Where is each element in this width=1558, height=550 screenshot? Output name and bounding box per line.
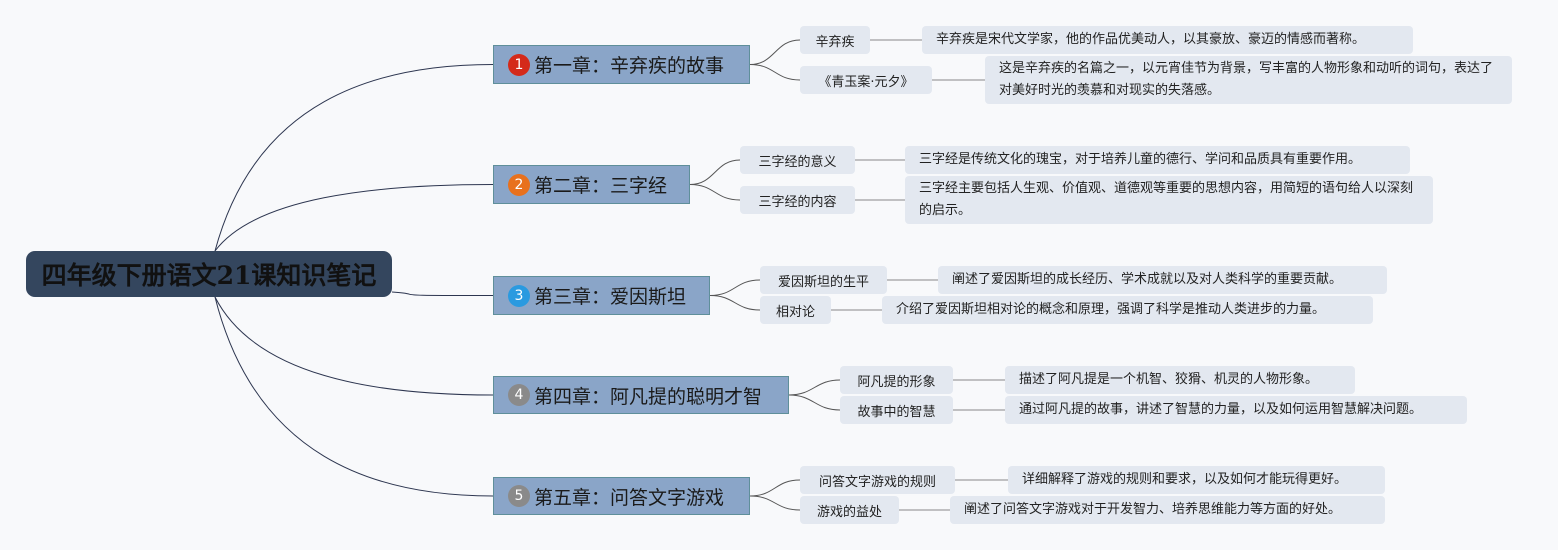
detail-node[interactable]: 阐述了爱因斯坦的成长经历、学术成就以及对人类科学的重要贡献。 <box>938 266 1387 294</box>
root-branch-line <box>214 64 494 252</box>
detail-node[interactable]: 三字经主要包括人生观、价值观、道德观等重要的思想内容，用简短的语句给人以深刻的启… <box>905 176 1433 224</box>
subtopic-node[interactable]: 相对论 <box>760 296 831 324</box>
detail-text: 三字经是传统文化的瑰宝，对于培养儿童的德行、学问和品质具有重要作用。 <box>919 152 1362 167</box>
detail-node[interactable]: 三字经是传统文化的瑰宝，对于培养儿童的德行、学问和品质具有重要作用。 <box>905 146 1410 174</box>
subtopic-node[interactable]: 三字经的意义 <box>740 146 855 174</box>
subtopic-node[interactable]: 问答文字游戏的规则 <box>800 466 955 494</box>
chapter-branch-line <box>709 295 761 311</box>
detail-text: 通过阿凡提的故事，讲述了智慧的力量，以及如何运用智慧解决问题。 <box>1019 402 1423 417</box>
number-badge-icon: 2 <box>508 173 530 196</box>
chapter-branch-line <box>749 64 801 81</box>
subtopic-node[interactable]: 《青玉案·元夕》 <box>800 66 932 94</box>
detail-node[interactable]: 辛弃疾是宋代文学家，他的作品优美动人，以其豪放、豪迈的情感而著称。 <box>922 26 1413 54</box>
chapter-branch-line <box>689 184 741 201</box>
detail-text: 详细解释了游戏的规则和要求，以及如何才能玩得更好。 <box>1022 472 1348 487</box>
root-node[interactable]: 四年级下册语文21课知识笔记 <box>26 251 392 297</box>
detail-node[interactable]: 通过阿凡提的故事，讲述了智慧的力量，以及如何运用智慧解决问题。 <box>1005 396 1467 424</box>
subtopic-node[interactable]: 游戏的益处 <box>800 496 899 524</box>
chapter-branch-line <box>689 159 741 185</box>
detail-text: 三字经主要包括人生观、价值观、道德观等重要的思想内容，用简短的语句给人以深刻的启… <box>919 181 1414 218</box>
detail-node[interactable]: 介绍了爱因斯坦相对论的概念和原理，强调了科学是推动人类进步的力量。 <box>882 296 1373 324</box>
chapter-title: 第一章：辛弃疾的故事 <box>534 55 725 77</box>
detail-text: 阐述了问答文字游戏对于开发智力、培养思维能力等方面的好处。 <box>964 502 1342 517</box>
number-badge-icon: 5 <box>508 485 530 507</box>
number-badge-icon: 1 <box>508 53 530 76</box>
detail-text: 辛弃疾是宋代文学家，他的作品优美动人，以其豪放、豪迈的情感而著称。 <box>936 32 1366 47</box>
subtopic-node[interactable]: 阿凡提的形象 <box>840 366 953 394</box>
subtopic-node[interactable]: 三字经的内容 <box>740 186 855 214</box>
chapter-title: 第五章：问答文字游戏 <box>534 486 725 509</box>
chapter-branch-line <box>749 495 801 511</box>
root-branch-line <box>214 296 494 396</box>
detail-text: 这是辛弃疾的名篇之一，以元宵佳节为背景，写丰富的人物形象和动听的词句，表达了对美… <box>999 61 1494 98</box>
root-branch-line <box>214 296 494 497</box>
detail-text: 介绍了爱因斯坦相对论的概念和原理，强调了科学是推动人类进步的力量。 <box>896 302 1326 317</box>
chapter-branch-line <box>788 394 841 411</box>
number-badge-icon: 3 <box>508 284 530 307</box>
chapter-branch-line <box>749 479 801 497</box>
detail-node[interactable]: 阐述了问答文字游戏对于开发智力、培养思维能力等方面的好处。 <box>950 496 1385 524</box>
chapter-branch-line <box>709 279 761 296</box>
detail-node[interactable]: 描述了阿凡提是一个机智、狡猾、机灵的人物形象。 <box>1005 366 1355 394</box>
number-badge-icon: 4 <box>508 384 530 406</box>
root-branch-line <box>391 291 494 296</box>
chapter-branch-line <box>749 39 801 65</box>
chapter-title: 第三章：爱因斯坦 <box>534 286 687 308</box>
detail-text: 描述了阿凡提是一个机智、狡猾、机灵的人物形象。 <box>1019 372 1319 387</box>
chapter-title: 第二章：三字经 <box>534 175 668 197</box>
chapter-title: 第四章：阿凡提的聪明才智 <box>534 385 763 408</box>
subtopic-node[interactable]: 故事中的智慧 <box>840 396 953 424</box>
detail-node[interactable]: 详细解释了游戏的规则和要求，以及如何才能玩得更好。 <box>1008 466 1385 494</box>
chapter-branch-line <box>788 379 841 396</box>
detail-text: 阐述了爱因斯坦的成长经历、学术成就以及对人类科学的重要贡献。 <box>952 272 1343 287</box>
subtopic-node[interactable]: 辛弃疾 <box>800 26 870 54</box>
detail-node[interactable]: 这是辛弃疾的名篇之一，以元宵佳节为背景，写丰富的人物形象和动听的词句，表达了对美… <box>985 56 1512 104</box>
subtopic-node[interactable]: 爱因斯坦的生平 <box>760 266 887 294</box>
root-branch-line <box>214 184 494 252</box>
